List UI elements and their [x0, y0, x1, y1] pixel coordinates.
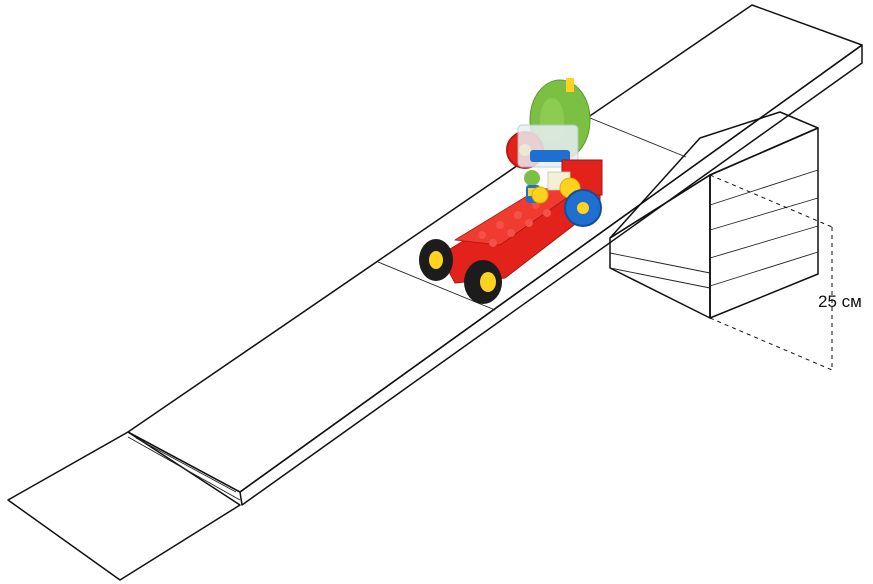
axle-cap — [566, 78, 574, 92]
block-stack — [609, 111, 819, 319]
floor-mat — [7, 431, 241, 581]
motor-axle — [530, 150, 570, 162]
driver-head — [524, 170, 540, 186]
ramp-mark-line — [589, 117, 687, 158]
height-label: 25 см — [818, 292, 862, 311]
lego-car — [419, 78, 603, 304]
height-dimension: 25 см — [709, 174, 862, 371]
